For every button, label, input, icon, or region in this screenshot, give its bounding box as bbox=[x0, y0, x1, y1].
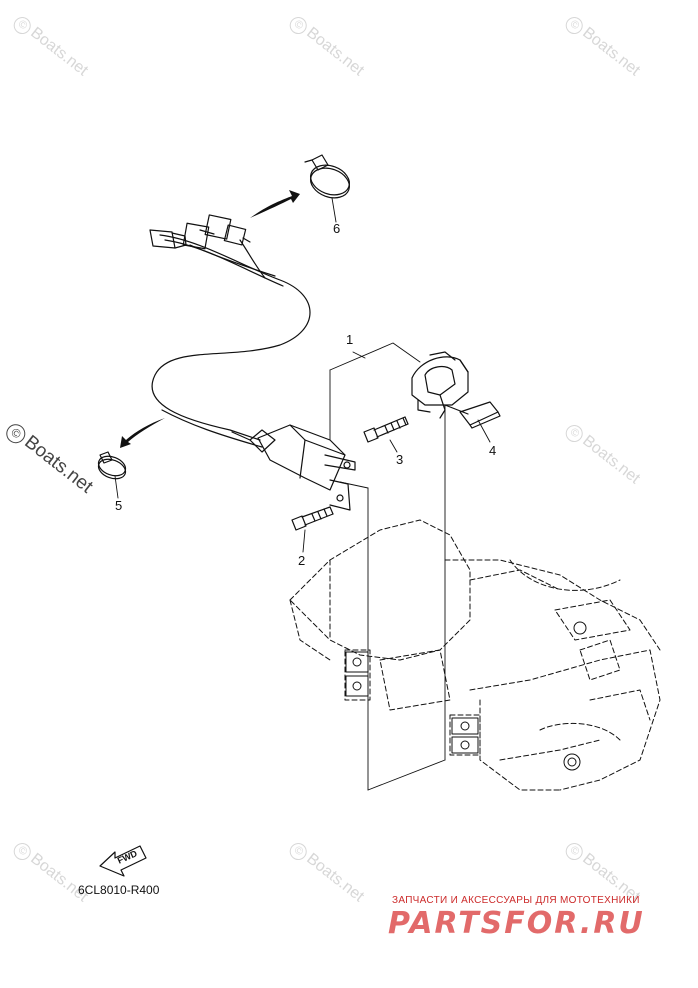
trim-sensor-clip bbox=[411, 351, 469, 419]
bracket-bolt-heads bbox=[345, 621, 587, 771]
diagram-part-number: 6CL8010-R400 bbox=[78, 883, 160, 897]
part-4-plate bbox=[444, 401, 501, 429]
wire-harness bbox=[151, 234, 311, 448]
part-label-4: 4 bbox=[489, 443, 497, 458]
label-leaders bbox=[114, 197, 491, 553]
sensor-body bbox=[231, 424, 356, 511]
brand-logo-text: PARTSFOR.RU bbox=[388, 906, 645, 941]
leader-1 bbox=[329, 342, 421, 441]
part-label-3: 3 bbox=[396, 452, 404, 467]
part-2-bolt bbox=[291, 506, 334, 531]
part-5-clamp bbox=[97, 451, 127, 480]
part-3-bolt bbox=[363, 416, 409, 443]
part-label-2: 2 bbox=[298, 553, 306, 568]
engine-bracket bbox=[289, 519, 661, 791]
part-6-clamp bbox=[304, 154, 350, 199]
arrow-to-6 bbox=[250, 190, 300, 218]
part-label-6: 6 bbox=[333, 221, 341, 236]
promo-text: ЗАПЧАСТИ И АКСЕССУАРЫ ДЛЯ МОТОТЕХНИКИ bbox=[392, 895, 640, 906]
fwd-arrow-icon bbox=[99, 845, 147, 877]
connectors bbox=[149, 214, 251, 250]
reference-lines bbox=[339, 404, 446, 791]
part-label-5: 5 bbox=[115, 498, 123, 513]
part-label-1: 1 bbox=[346, 332, 354, 347]
arrow-to-5 bbox=[120, 418, 165, 448]
